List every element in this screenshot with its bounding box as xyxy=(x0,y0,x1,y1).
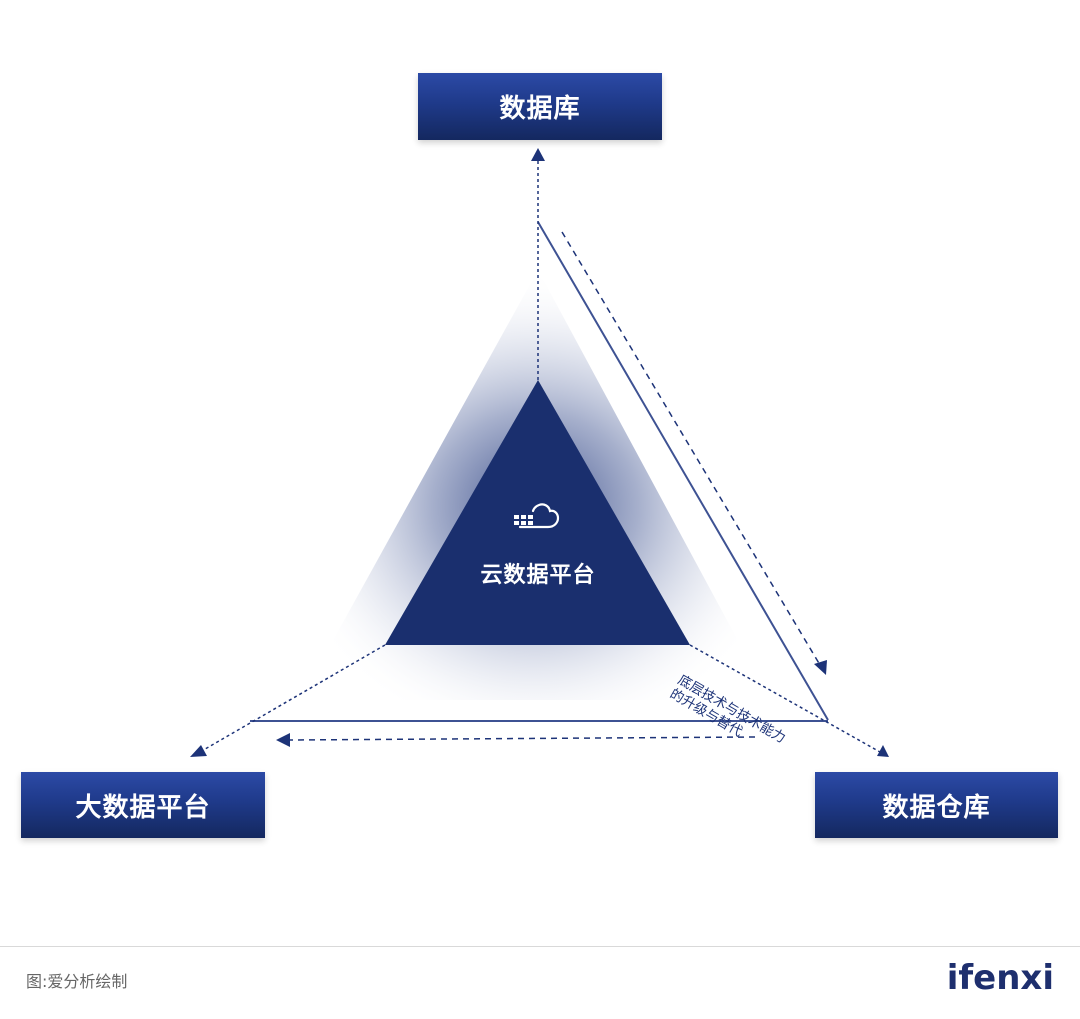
edge-top-right xyxy=(537,221,829,721)
evolution-arrow-horizontal xyxy=(289,736,756,741)
arrow-diagonal-head xyxy=(814,660,827,675)
node-big-data-platform-label: 大数据平台 xyxy=(75,792,211,823)
brand-logo: ifenxi xyxy=(946,958,1054,998)
evolution-arrow-diagonal xyxy=(561,231,821,666)
figure-caption: 图:爱分析绘制 xyxy=(26,972,128,991)
node-big-data-platform: 大数据平台 xyxy=(21,772,265,838)
arrow-horizontal-head xyxy=(276,733,290,747)
node-data-warehouse: 数据仓库 xyxy=(815,772,1058,838)
arrow-right xyxy=(877,745,889,757)
center-triangle xyxy=(385,380,690,645)
arrow-top xyxy=(531,148,545,161)
cloud-database-icon xyxy=(514,503,560,529)
footer-divider xyxy=(0,946,1080,947)
node-data-warehouse-label: 数据仓库 xyxy=(882,792,991,823)
connector-right xyxy=(689,644,881,753)
node-database-label: 数据库 xyxy=(499,94,581,124)
center-node-label: 云数据平台 xyxy=(480,563,596,588)
arrow-left xyxy=(190,745,207,757)
node-database: 数据库 xyxy=(418,73,662,140)
